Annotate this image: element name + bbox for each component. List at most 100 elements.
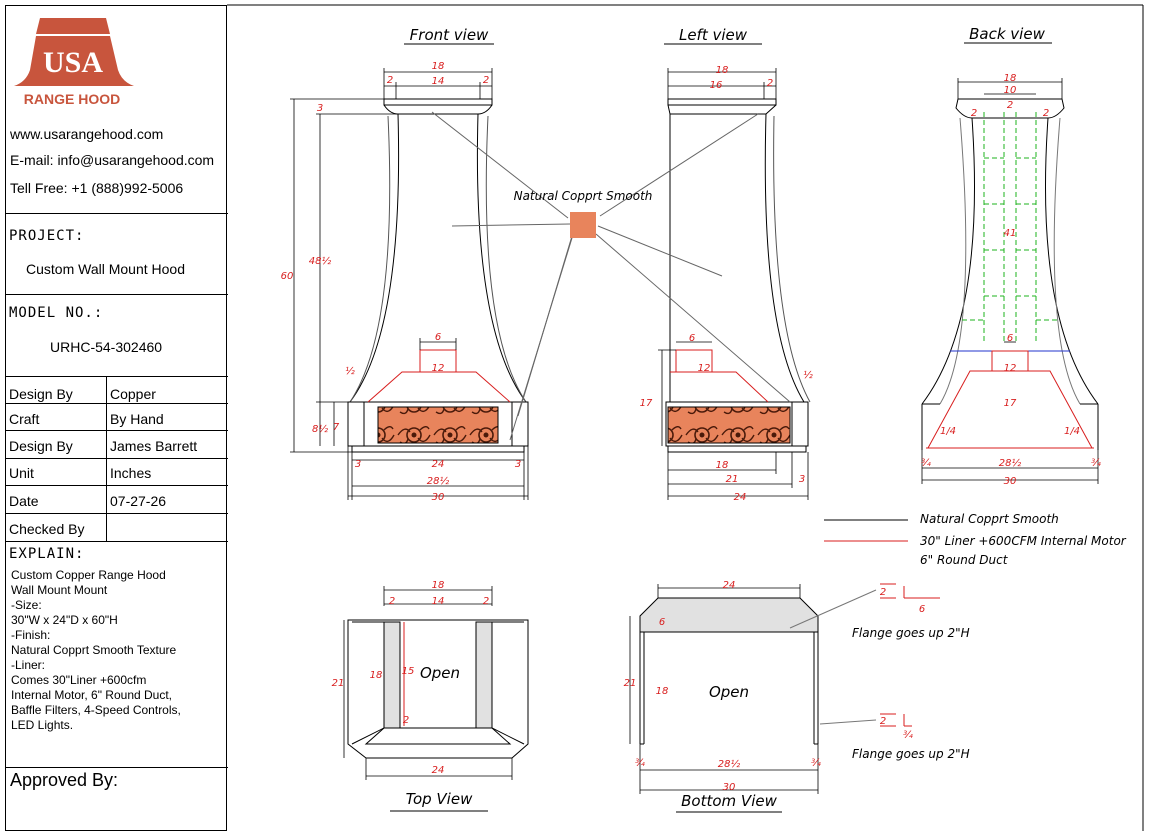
svg-text:¾: ¾: [903, 730, 913, 741]
svg-text:6: 6: [689, 333, 695, 344]
dimension-lines: [290, 68, 1099, 794]
svg-text:21: 21: [332, 678, 345, 689]
spec-value: Inches: [110, 465, 152, 481]
divider: [6, 485, 228, 486]
explain-line: Natural Copprt Smooth Texture: [11, 643, 177, 657]
divider: [6, 294, 228, 295]
svg-text:24: 24: [723, 580, 736, 591]
material-swatch: [570, 212, 596, 238]
svg-text:2: 2: [971, 108, 977, 119]
spec-key: Date: [9, 493, 39, 509]
svg-text:2: 2: [403, 715, 409, 726]
svg-text:24: 24: [734, 492, 747, 503]
project-value: Custom Wall Mount Hood: [26, 261, 185, 277]
spec-key: Craft: [9, 411, 40, 427]
svg-text:1/4: 1/4: [940, 426, 956, 437]
svg-text:48½: 48½: [309, 255, 332, 267]
explain-line: Internal Motor, 6" Round Duct,: [11, 688, 173, 702]
spec-key: Unit: [9, 465, 34, 481]
svg-text:28½: 28½: [999, 457, 1022, 469]
top-view-right-wall: [475, 621, 493, 729]
svg-text:½: ½: [345, 365, 355, 377]
bottom-view-drawing: [639, 632, 819, 745]
svg-text:24: 24: [432, 459, 445, 470]
dimension-labels: 18 2 14 2 3 48½ 60 ½ 8½ 7 6 12 3 24 3 28…: [281, 61, 1102, 793]
explain-line: Comes 30"Liner +600cfm: [11, 673, 147, 687]
svg-text:16: 16: [710, 80, 723, 91]
svg-text:30: 30: [723, 782, 736, 793]
svg-text:3: 3: [355, 459, 361, 470]
flange-details: [880, 583, 940, 727]
usa-range-hood-logo: USA RANGE HOOD: [14, 18, 134, 107]
explain-line: Wall Mount Mount: [11, 583, 108, 597]
svg-text:6: 6: [919, 604, 925, 615]
divider: [6, 213, 228, 214]
spec-value: Copper: [110, 386, 156, 402]
back-view-drawing: [921, 98, 1099, 450]
website-text: www.usarangehood.com: [10, 126, 164, 142]
front-view-drawing: [347, 98, 529, 453]
divider: [6, 513, 228, 514]
legend-black-label: Natural Copprt Smooth: [920, 512, 1059, 526]
svg-text:18: 18: [432, 580, 445, 591]
left-copper-panel: [667, 406, 791, 444]
svg-text:18: 18: [370, 670, 383, 681]
flange-note-1: Flange goes up 2"H: [852, 626, 970, 640]
svg-text:6: 6: [1007, 333, 1013, 344]
bottom-view-title: Bottom View: [676, 792, 782, 813]
spec-value: 07-27-26: [110, 493, 167, 509]
svg-text:30: 30: [1004, 476, 1017, 487]
top-view-left-wall: [383, 621, 401, 729]
svg-text:½: ½: [803, 369, 813, 381]
explain-line: -Size:: [11, 598, 42, 612]
top-open-label: Open: [420, 664, 460, 682]
left-view-drawing: [665, 98, 811, 453]
svg-text:15: 15: [402, 666, 415, 677]
left-liner: [670, 349, 769, 403]
spec-key: Checked By: [9, 521, 85, 537]
spec-value: James Barrett: [110, 438, 198, 454]
legend-red-label: 30" Liner +600CFM Internal Motor: [920, 534, 1127, 548]
svg-text:2: 2: [483, 75, 489, 86]
approved-label: Approved By:: [10, 770, 119, 790]
legend: Natural Copprt Smooth 30" Liner +600CFM …: [824, 512, 1127, 567]
model-label: MODEL NO.:: [9, 305, 104, 321]
front-liner: [367, 349, 511, 403]
bottom-open-label: Open: [709, 683, 749, 701]
svg-text:12: 12: [432, 363, 445, 374]
front-view-title: Front view: [404, 26, 494, 45]
svg-text:Front view: Front view: [410, 26, 489, 44]
svg-text:18: 18: [432, 61, 445, 72]
svg-text:18: 18: [656, 686, 669, 697]
svg-text:Top View: Top View: [406, 790, 473, 808]
explain-line: 30"W x 24"D x 60"H: [11, 613, 118, 627]
svg-text:21: 21: [624, 678, 637, 689]
svg-text:41: 41: [1004, 228, 1017, 239]
material-label: Natural Copprt Smooth: [514, 189, 653, 203]
divider: [6, 403, 228, 404]
spec-key: Design By: [9, 438, 73, 454]
left-view-title: Left view: [664, 26, 762, 45]
divider: [6, 767, 228, 768]
svg-text:6: 6: [435, 332, 441, 343]
back-grid: [962, 112, 1058, 344]
svg-text:12: 12: [698, 363, 711, 374]
svg-text:¾: ¾: [635, 758, 645, 769]
explain-line: Baffle Filters, 4-Speed Controls,: [11, 703, 181, 717]
svg-text:Left view: Left view: [679, 26, 748, 44]
svg-text:2: 2: [1007, 100, 1013, 111]
svg-text:21: 21: [726, 474, 739, 485]
svg-text:24: 24: [432, 765, 445, 776]
svg-text:14: 14: [432, 596, 445, 607]
svg-text:17: 17: [1004, 398, 1017, 409]
svg-text:14: 14: [432, 76, 445, 87]
spec-value: By Hand: [110, 411, 164, 427]
svg-text:18: 18: [1004, 73, 1017, 84]
svg-text:3: 3: [515, 459, 521, 470]
svg-text:2: 2: [767, 78, 773, 89]
svg-text:Bottom View: Bottom View: [681, 792, 777, 810]
svg-text:2: 2: [387, 75, 393, 86]
svg-text:2: 2: [483, 596, 489, 607]
